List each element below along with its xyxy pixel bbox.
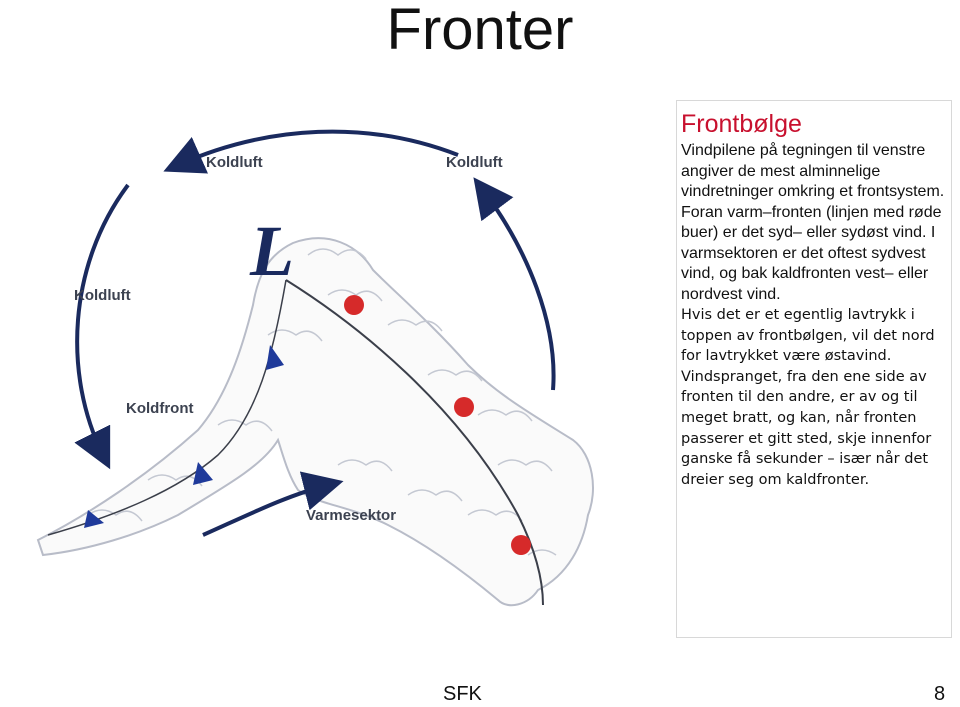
label-varmesektor: Varmesektor: [306, 507, 396, 524]
page-number: 8: [934, 683, 946, 705]
slide-title: Fronter: [386, 0, 574, 62]
cloud-band: [36, 237, 594, 607]
label-koldluft-right: Koldluft: [446, 154, 503, 171]
explanation-panel: Frontbølge Vindpilene på tegningen til v…: [676, 100, 952, 638]
warm-front-marker: [454, 397, 474, 417]
cold-front-line: [47, 279, 287, 536]
cold-front-marker: [84, 510, 104, 528]
frontal-wave-diagram: L Koldluft Koldluft Koldluft Koldfront V…: [36, 129, 594, 607]
low-pressure-symbol: L: [249, 211, 294, 291]
wind-arrow-right: [473, 177, 556, 391]
cold-front-marker: [266, 345, 284, 370]
footer-label: SFK: [443, 683, 482, 705]
panel-paragraph-1: Vindpilene på tegningen til venstre angi…: [681, 142, 945, 303]
label-koldluft-top: Koldluft: [206, 154, 263, 171]
panel-heading: Frontbølge: [681, 110, 802, 138]
wind-arrow-top: [163, 129, 459, 174]
label-koldluft-left: Koldluft: [74, 287, 131, 304]
panel-paragraph-2: Hvis det er et egentlig lavtrykk i toppe…: [681, 307, 935, 488]
front-line: [285, 279, 544, 606]
warm-front-marker: [344, 295, 364, 315]
warm-front-marker: [511, 535, 531, 555]
wind-arrow-left: [74, 183, 130, 470]
cold-front-marker: [193, 462, 213, 485]
label-koldfront: Koldfront: [126, 400, 193, 417]
wind-arrow-warm-sector: [202, 471, 344, 537]
